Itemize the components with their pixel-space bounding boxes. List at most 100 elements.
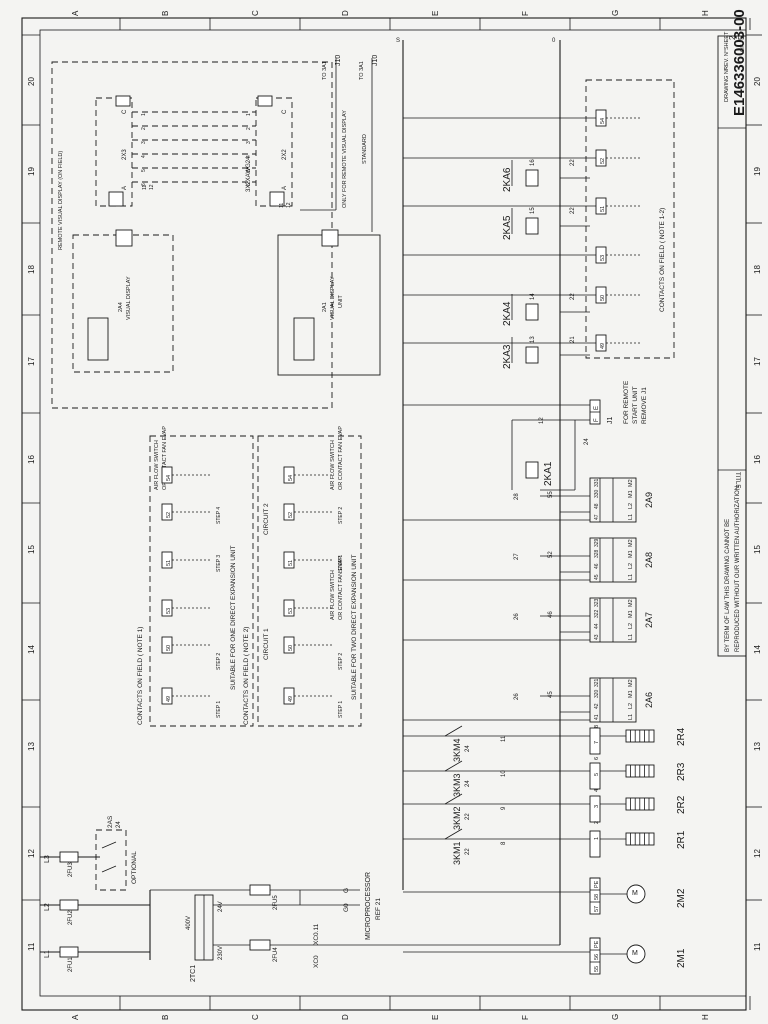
fuse-2fu1 [59, 946, 79, 958]
relay-2ka1-wire: 12 [539, 417, 545, 424]
connector-2x3-pin-a: A [122, 186, 128, 190]
relay-terminal-49: 49 [600, 343, 606, 349]
module-ref: 28 [514, 493, 520, 500]
module-wire: 45 [548, 691, 554, 698]
module-pin-M1: M1 [628, 550, 634, 558]
module-ref: 26 [514, 693, 520, 700]
row-letter-bottom-C: C [251, 1014, 260, 1020]
cable-pin-right-3: 3 [246, 141, 252, 144]
module-terminal-329: 329 [594, 538, 600, 547]
relay-2KA6-coil [525, 169, 539, 187]
panel-one-airflow-1: AIR FLOW SWITCH [154, 440, 160, 490]
remote-start-line-2: START UNIT [632, 386, 639, 424]
contactor-ref: 24 [465, 780, 471, 787]
terminal-e: E [594, 406, 600, 410]
fuse-2fu3 [59, 851, 79, 863]
relay-coil-number: 13 [530, 336, 536, 343]
contactor-3KM3: 3KM3 [452, 773, 462, 797]
cable-pin-right-2: 2 [246, 127, 252, 130]
panel_one-terminal-50: 50 [166, 645, 172, 651]
motor-terminal-56: 56 [594, 954, 600, 960]
panel-two-airflow-2b: OR CONTACT FAN EVAP [338, 426, 344, 490]
relay-contact-ref: 22 [570, 159, 576, 166]
transformer-label: 2TC1 [190, 965, 197, 982]
col-number-left-19: 19 [27, 167, 36, 176]
module-terminal-321: 321 [594, 678, 600, 687]
secondary-24v: 24V [218, 901, 224, 912]
g0-label: G0 [343, 903, 350, 912]
module-2A7-label: 2A7 [644, 612, 654, 628]
expansion-panels: SUITABLE FOR ONE DIRECT EXPANSION UNIT C… [137, 426, 362, 727]
remote-display-unit: 2A4 [118, 302, 124, 312]
module-pin-L1: L1 [628, 574, 634, 580]
relay-contact-ref: 22 [570, 293, 576, 300]
module-terminal-322: 322 [594, 609, 600, 618]
panel-two-airflow-1: AIR FLOW SWITCH [330, 570, 336, 620]
microprocessor-label: MICROPROCESSOR [365, 872, 372, 940]
module-pin-M2: M2 [628, 479, 634, 487]
contactor-switch [444, 828, 463, 840]
col-number-right-18: 18 [753, 265, 762, 274]
pin-12-b: 12 [149, 184, 155, 190]
module-pin-M1: M1 [628, 490, 634, 498]
primary-voltage: 400V [186, 916, 192, 930]
row-letter-top-D: D [341, 10, 350, 16]
module-terminal-323: 323 [594, 598, 600, 607]
module-pin-L1: L1 [628, 634, 634, 640]
fuse-label-5: 2FU5 [273, 895, 279, 910]
module-terminal-45: 45 [594, 574, 600, 580]
switch-2as-ref: 24 [116, 821, 122, 828]
panel_one-terminal-51: 51 [166, 560, 172, 566]
fuse-label-1: 2FU1 [68, 957, 74, 972]
panel_one-step-2: STEP 2 [216, 653, 222, 670]
pin-11-b: 11 [142, 185, 148, 190]
panel-two-title: SUITABLE FOR TWO DIRECT EXPANSION UNIT [351, 555, 358, 700]
heater-wire-number: 9 [501, 806, 507, 810]
heater-terminal-block [589, 762, 601, 790]
col-number-right-20: 20 [753, 77, 762, 86]
connector-2x3-label: 2X3 [122, 149, 128, 160]
heater-terminal-block [589, 727, 601, 755]
col-number-left-18: 18 [27, 265, 36, 274]
relay-2KA3-label: 2KA3 [502, 344, 513, 369]
module-ref: 27 [514, 553, 520, 560]
module-terminal-328: 328 [594, 549, 600, 558]
col-number-right-13: 13 [753, 742, 762, 751]
cable-pin-left-4: 4 [141, 155, 147, 158]
col-number-right-19: 19 [753, 167, 762, 176]
remote-display-desc: VISUAL DISPLAY [126, 276, 132, 320]
panel_two-terminal-51: 51 [288, 560, 294, 566]
module-terminal-44: 44 [594, 623, 600, 629]
motor-2M1-label: 2M1 [676, 948, 687, 968]
connector-2x2-pin-c: C [282, 109, 288, 114]
relay-2ka1-label: 2KA1 [543, 461, 554, 486]
col-number-left-12: 12 [27, 849, 36, 858]
module-terminal-46: 46 [594, 563, 600, 569]
contactor-ref: 22 [465, 813, 471, 820]
heater-terminal-block [589, 830, 601, 858]
contactor-3KM4: 3KM4 [452, 738, 462, 762]
col-number-right-14: 14 [753, 645, 762, 654]
panel-two-circuit-1: CIRCUIT 1 [263, 628, 270, 660]
row-letter-bottom-H: H [701, 1014, 710, 1020]
module-terminal-330: 330 [594, 489, 600, 498]
contactor-3KM2: 3KM2 [452, 806, 462, 830]
remote-start-line-1: FOR REMOTE [623, 380, 630, 424]
contactor-switch [444, 725, 463, 737]
module-terminal-47: 47 [594, 514, 600, 520]
relay-2KA6-label: 2KA6 [502, 167, 513, 192]
bus-0-label: 0 [552, 38, 556, 44]
field-contacts-right: CONTACTS ON FIELD ( NOTE 1-2) [585, 79, 675, 359]
relay-2ka1-coil [525, 461, 539, 479]
col-number-left-15: 15 [27, 545, 36, 554]
panel_one-step-3: STEP 3 [216, 555, 222, 572]
xc0-label: XC0 [313, 955, 320, 968]
fuse-label-3: 2FU3 [68, 862, 74, 877]
heater-2R2-label: 2R2 [676, 795, 687, 814]
panel_two-terminal-54: 54 [288, 475, 294, 481]
